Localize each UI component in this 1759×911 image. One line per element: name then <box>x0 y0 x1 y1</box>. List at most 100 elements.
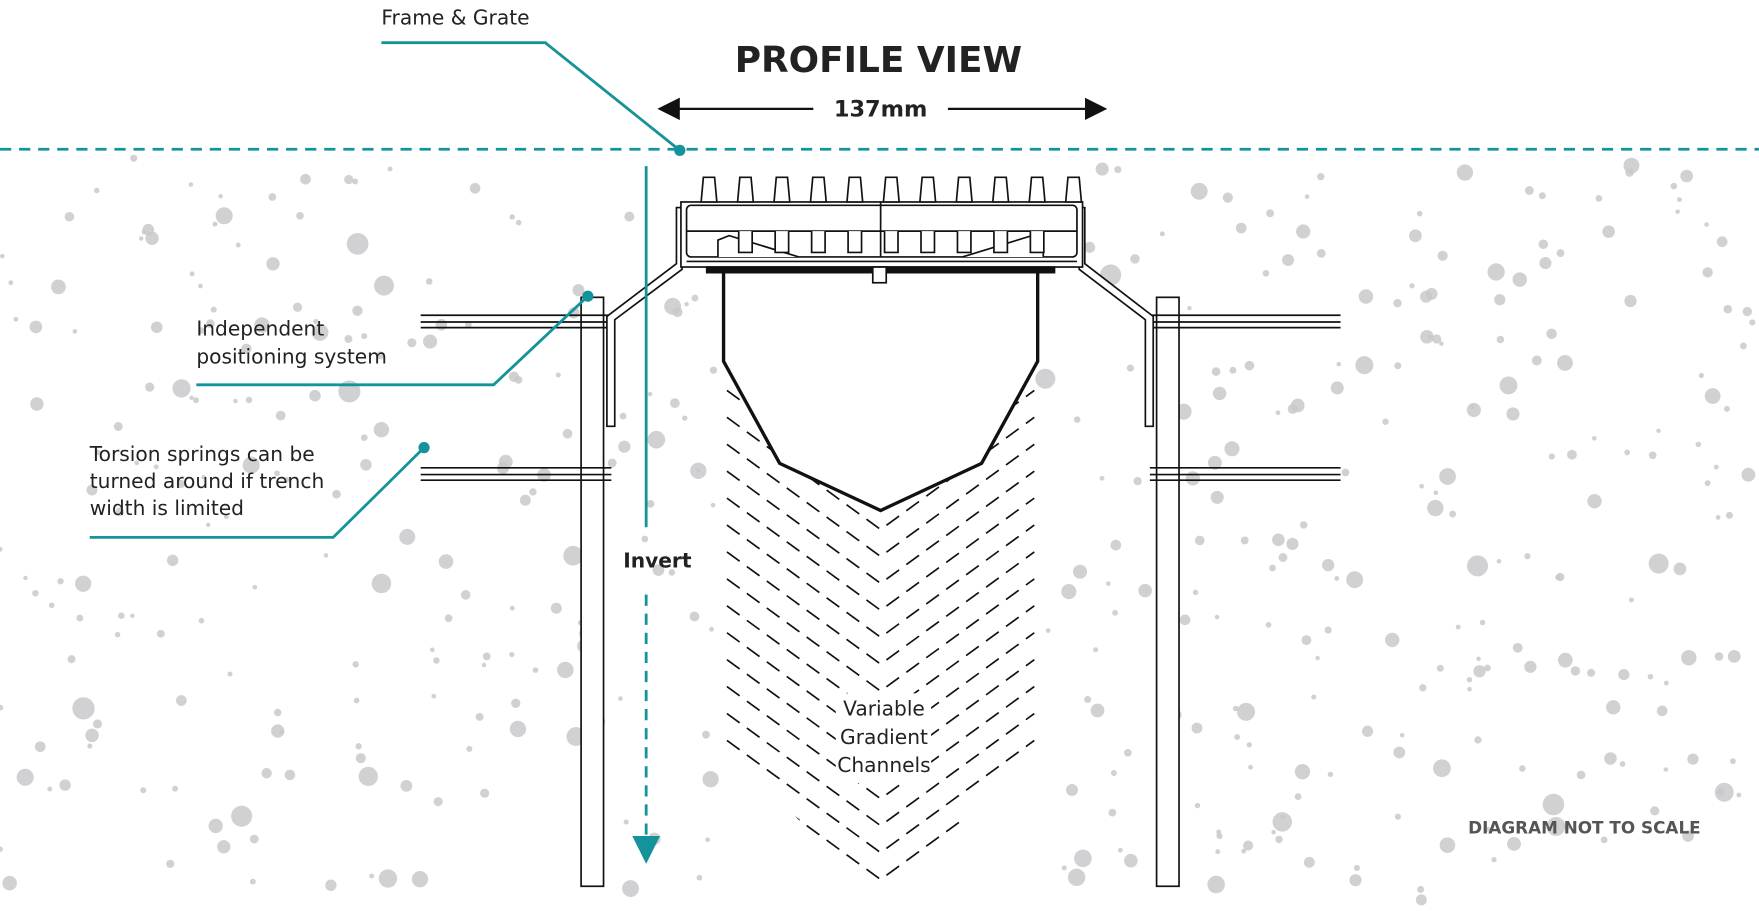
soil-dot <box>709 626 714 632</box>
invert-label: Invert <box>623 549 692 573</box>
soil-dot <box>1663 680 1669 686</box>
soil-dot <box>1570 666 1581 676</box>
soil-dot <box>1355 356 1374 375</box>
soil-dot <box>1741 467 1756 482</box>
soil-dot <box>113 422 123 431</box>
soil-dot <box>1093 647 1099 653</box>
soil-dot <box>1248 764 1253 770</box>
soil-dot <box>1269 564 1276 572</box>
channel-chevron <box>726 632 1035 746</box>
soil-dot <box>1487 263 1505 281</box>
soil-dot <box>1185 471 1200 486</box>
soil-dot <box>279 729 285 735</box>
soil-dot <box>1275 410 1281 416</box>
grate-tooth <box>955 176 973 203</box>
soil-dot <box>332 489 341 499</box>
soil-dot <box>1114 165 1122 174</box>
soil-dot <box>249 878 256 885</box>
soil-dot <box>118 612 125 619</box>
soil-dot <box>1506 407 1520 421</box>
soil-dot <box>1317 172 1325 181</box>
soil-dot <box>1322 558 1335 572</box>
soil-dot <box>1385 632 1400 648</box>
soil-dot <box>1243 840 1254 851</box>
soil-dot <box>1194 802 1201 809</box>
soil-dot <box>1602 225 1615 238</box>
soil-dot <box>1358 289 1374 304</box>
soil-dot <box>480 788 490 798</box>
soil-dot <box>1073 416 1081 423</box>
soil-dot <box>130 154 138 162</box>
soil-dot <box>1394 362 1402 370</box>
soil-dot <box>1546 817 1566 836</box>
not-to-scale-note: DIAGRAM NOT TO SCALE <box>1468 818 1701 838</box>
soil-dot <box>1244 360 1255 371</box>
soil-dot <box>1241 848 1247 854</box>
soil-dot <box>360 459 372 471</box>
soil-dot <box>215 207 233 225</box>
soil-dot <box>684 301 689 307</box>
soil-dot <box>1524 553 1531 560</box>
soil-dot <box>1303 856 1315 868</box>
title: PROFILE VIEW <box>735 40 1022 81</box>
soil-dot <box>32 589 39 597</box>
soil-dot <box>360 434 368 441</box>
soil-dot <box>346 233 369 255</box>
soil-dot <box>1716 236 1728 248</box>
soil-dot <box>1647 673 1654 680</box>
soil-dot <box>1519 765 1526 772</box>
soil-dot <box>1105 581 1111 586</box>
soil-dot <box>482 652 491 661</box>
soil-dot <box>1074 849 1092 868</box>
soil-dot <box>8 280 14 286</box>
soil-dot <box>1485 826 1491 832</box>
grate-tooth <box>846 176 864 203</box>
soil-dot <box>691 294 699 302</box>
soil-dot <box>75 575 92 592</box>
soil-dot <box>1296 224 1311 239</box>
soil-dot <box>1556 249 1565 258</box>
soil-dot <box>1346 571 1364 589</box>
soil-dot <box>212 221 218 227</box>
soil-dot <box>1681 650 1697 666</box>
soil-dot <box>1484 664 1491 672</box>
soil-dot <box>1301 635 1312 646</box>
soil-dot <box>227 671 233 677</box>
soil-dot <box>93 187 100 194</box>
soil-dot <box>1035 368 1056 389</box>
soil-dot <box>1194 535 1205 546</box>
soil-dot <box>619 412 627 420</box>
soil-dot <box>433 657 440 664</box>
soil-dot <box>296 211 304 220</box>
soil-dot <box>175 695 187 706</box>
soil-dot <box>1624 294 1637 308</box>
soil-dot <box>369 873 375 879</box>
soil-dot <box>1479 619 1486 626</box>
grate-bar <box>810 231 826 254</box>
soil-dot <box>1557 652 1573 668</box>
soil-dot <box>1294 793 1302 801</box>
soil-dot <box>387 166 393 172</box>
soil-dot <box>205 522 211 528</box>
soil-dot <box>1265 622 1272 628</box>
soil-dot <box>156 629 165 638</box>
soil-dot <box>94 449 101 456</box>
soil-dot <box>1315 655 1320 661</box>
soil-dot <box>224 514 229 520</box>
soil-dot <box>399 528 416 545</box>
soil-dot <box>1524 186 1534 195</box>
soil-dot <box>508 371 520 382</box>
soil-dot <box>1416 210 1423 217</box>
soil-dot <box>268 193 277 201</box>
soil-dot <box>374 275 394 296</box>
channel-chevron <box>726 739 1035 854</box>
channel-chevron <box>726 443 1035 558</box>
soil-dot <box>438 554 454 569</box>
grate-bar <box>920 231 936 254</box>
soil-dot <box>352 661 359 668</box>
soil-dot <box>400 779 413 792</box>
soil-dot <box>1727 649 1741 663</box>
soil-dot <box>1740 342 1747 350</box>
soil-dot <box>1563 823 1571 830</box>
soil-dot <box>1466 402 1481 418</box>
